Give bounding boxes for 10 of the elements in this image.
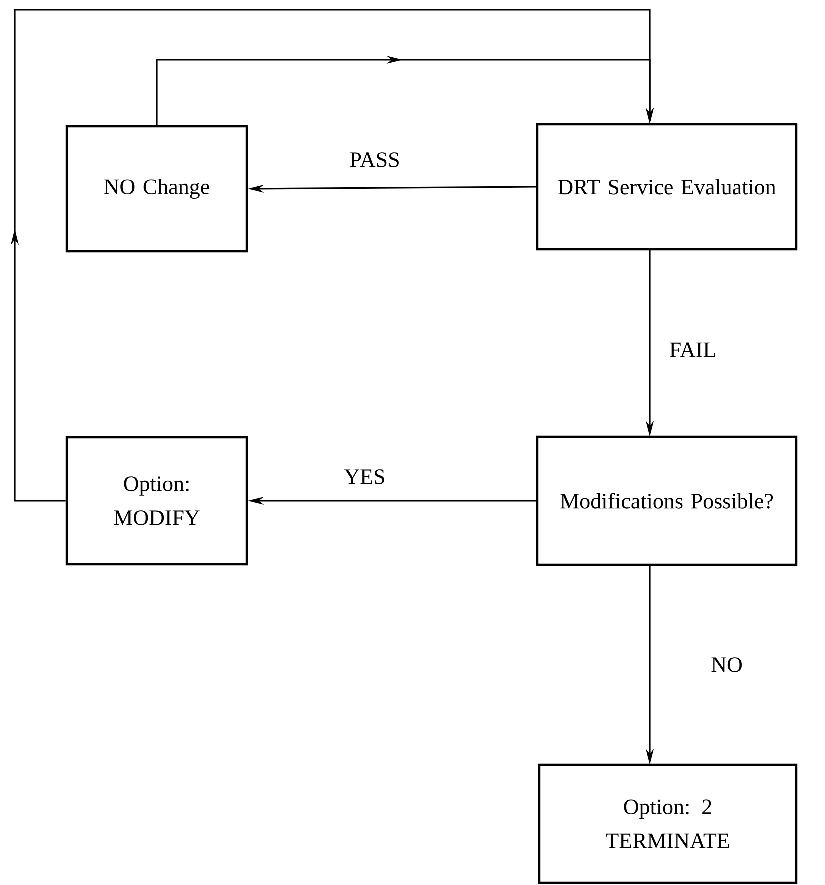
edge-label: YES — [343, 468, 387, 486]
process-box: DRT Service Evaluation — [536, 123, 798, 251]
arrow — [10, 9, 654, 502]
process-box: NO Change — [66, 125, 248, 253]
edge-label: NO — [710, 656, 744, 674]
edge-label: PASS — [348, 152, 402, 168]
process-box: Option: MODIFY — [66, 436, 248, 566]
edge-label: FAIL — [668, 342, 718, 358]
process-box: Modifications Possible? — [536, 436, 798, 566]
process-box: Option: 2 TERMINATE — [538, 764, 798, 884]
